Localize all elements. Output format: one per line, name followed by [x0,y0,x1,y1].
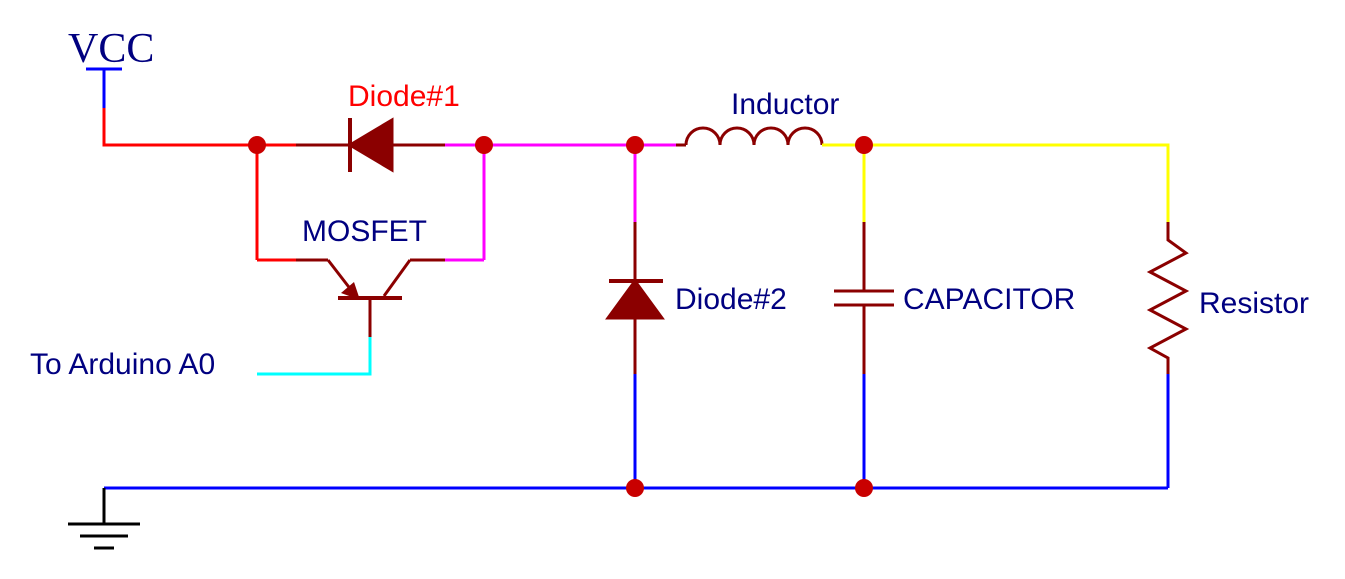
inductor-symbol [676,126,824,147]
junction-dot [626,136,644,154]
junction-dot [475,136,493,154]
diode1-symbol [296,117,445,173]
capacitor-label: CAPACITOR [903,283,1075,316]
vcc-label: VCC [68,26,154,72]
gate-net-wire [257,337,372,376]
diode1-label: Diode#1 [348,80,460,113]
junction-dot [855,479,873,497]
ground-net-wire [104,374,1170,490]
junction-dot [626,479,644,497]
resistor-symbol [1146,222,1190,374]
capacitor-symbol [834,222,894,374]
vcc-supply-symbol [86,67,122,108]
vcc-net-wire [102,108,296,262]
diode2-label: Diode#2 [675,283,787,316]
diode2-symbol [605,222,665,374]
ground-symbol [68,488,140,550]
mosfet-label: MOSFET [302,215,427,248]
mosfet-symbol [296,258,445,337]
output-net-wire [822,143,1170,222]
switch-node-net-wire [445,143,676,262]
resistor-label: Resistor [1199,287,1309,320]
arduino-label: To Arduino A0 [30,348,215,381]
junction-dot [855,136,873,154]
junction-dot [248,136,266,154]
inductor-label: Inductor [731,88,839,121]
